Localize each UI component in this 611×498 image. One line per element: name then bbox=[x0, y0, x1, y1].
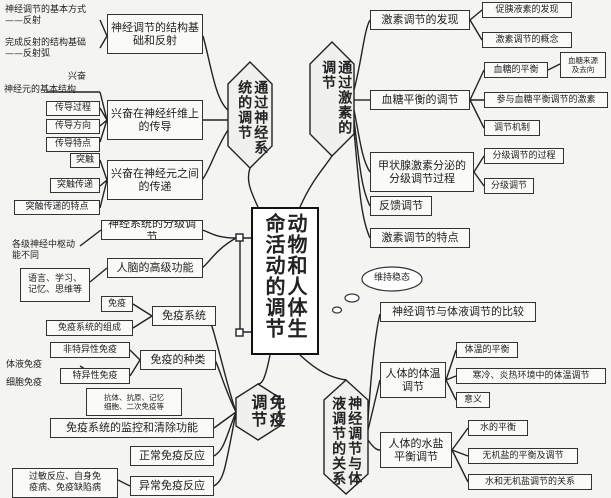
specific-box: 特异性免疫 bbox=[60, 368, 130, 384]
temp-balance-box: 体温的平衡 bbox=[456, 342, 518, 358]
concept-box: 激素调节的概念 bbox=[482, 32, 572, 48]
tiered-process-box: 分级调节的过程 bbox=[484, 148, 564, 164]
meaning-box: 意义 bbox=[456, 392, 490, 408]
compare-box: 神经调节与体液调节的比较 bbox=[380, 302, 536, 322]
nonspecific-box: 非特异性免疫 bbox=[50, 342, 130, 358]
center-title-box: 动物和人体生命活动的调节 bbox=[251, 207, 319, 355]
abnormal-detail-box: 过敏反应、自身免 疫病、免疫缺陷病 bbox=[12, 468, 118, 498]
branch-hormone-label: 通过激素的调节 bbox=[320, 60, 353, 135]
synapse-transfer-box: 突触传递 bbox=[50, 178, 100, 193]
conduct-process-box: 传导过程 bbox=[46, 101, 100, 116]
levels-text: 各级神经中枢动能不同 bbox=[12, 240, 76, 262]
branch-nerve-label: 通过神经系统的调节 bbox=[236, 80, 269, 155]
glucose-source-box: 血糖来源 及去向 bbox=[560, 52, 606, 78]
monitor-box: 免疫系统的监控和清除功能 bbox=[50, 418, 214, 438]
excite-text: 兴奋 bbox=[68, 72, 87, 82]
brain-box: 人脑的高级功能 bbox=[107, 258, 203, 278]
brain-detail-box: 语言、学习、 记忆、思维等 bbox=[20, 268, 90, 302]
glucose-mechanism-box: 调节机制 bbox=[484, 120, 540, 136]
glucose-box: 血糖平衡的调节 bbox=[370, 90, 470, 110]
synapse-box: 突触 bbox=[70, 153, 100, 168]
fiber-box: 兴奋在神经纤维上的传导 bbox=[107, 100, 203, 140]
thyroid-box: 甲状腺激素分泌的分级调节过程 bbox=[370, 152, 474, 192]
branch-immune-label: 免疫调节 bbox=[248, 394, 286, 428]
secretin-box: 促胰液素的发现 bbox=[482, 2, 572, 18]
water-salt-box: 人体的水盐平衡调节 bbox=[380, 432, 452, 468]
structure-box: 神经调节的结构基础和反射 bbox=[107, 14, 203, 54]
hex-nerve bbox=[227, 61, 273, 169]
composition-box: 免疫系统的组成 bbox=[46, 320, 133, 336]
features-box: 激素调节的特点 bbox=[370, 228, 470, 248]
temp-env-box: 寒冷、炎热环境中的体温调节 bbox=[456, 368, 606, 384]
reflex-arc-text: 完成反射的结构基础——反射弧 bbox=[5, 38, 87, 60]
cloud-bubble bbox=[361, 266, 423, 292]
immune-system-box: 免疫系统 bbox=[152, 306, 216, 326]
types-box: 免疫的种类 bbox=[140, 350, 216, 370]
branch-neuro-label: 神经调节与体液调节的关系 bbox=[330, 396, 363, 486]
conduct-direction-box: 传导方向 bbox=[46, 119, 100, 134]
salt-balance-box: 无机盐的平衡及调节 bbox=[468, 448, 578, 464]
glucose-hormones-box: 参与血糖平衡调节的激素 bbox=[484, 92, 608, 108]
between-box: 兴奋在神经元之间的传递 bbox=[107, 160, 203, 200]
conduct-feature-box: 传导特点 bbox=[46, 137, 100, 152]
antigen-box: 抗体、抗原、记忆 细胞、二次免疫等 bbox=[86, 388, 182, 416]
feedback-box: 反馈调节 bbox=[370, 196, 432, 216]
relation-box: 水和无机盐调节的关系 bbox=[468, 474, 592, 490]
center-title: 动物和人体生命活动的调节 bbox=[262, 213, 308, 339]
immune-word-box: 免疫 bbox=[101, 296, 133, 312]
glucose-balance-box: 血糖的平衡 bbox=[484, 62, 548, 78]
discovery-box: 激素调节的发现 bbox=[370, 10, 470, 30]
water-balance-box: 水的平衡 bbox=[468, 420, 528, 436]
temp-box: 人体的体温调节 bbox=[380, 362, 446, 398]
abnormal-box: 异常免疫反应 bbox=[130, 476, 214, 496]
tiered-reg-box: 分级调节 bbox=[484, 178, 534, 194]
normal-box: 正常免疫反应 bbox=[130, 446, 214, 466]
hierarchy-box: 神经系统的分级调节 bbox=[101, 220, 203, 240]
basic-mode-text: 神经调节的基本方式——反射 bbox=[5, 5, 87, 27]
cloud-label: 维持稳态 bbox=[373, 273, 410, 283]
humoral-text: 体液免疫 bbox=[6, 360, 43, 370]
neuron-structure-text: 神经元的基本结构 bbox=[4, 85, 77, 95]
cellular-text: 细胞免疫 bbox=[6, 378, 43, 388]
synapse-feature-box: 突触传递的特点 bbox=[14, 200, 100, 215]
